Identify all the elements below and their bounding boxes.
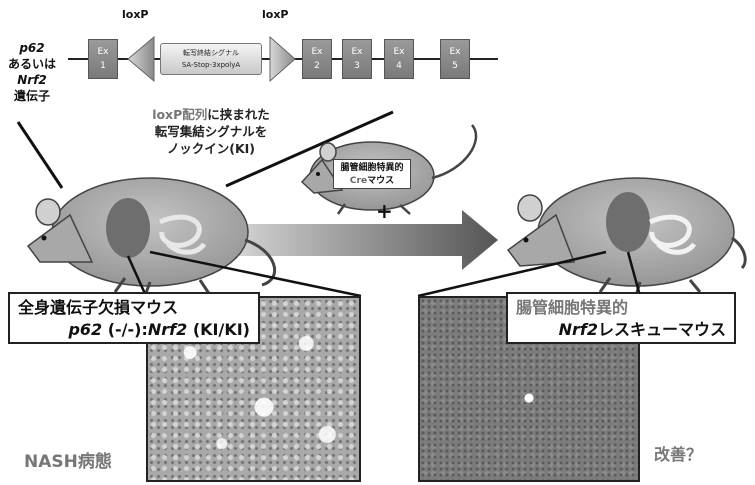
gene-label-nrf2: Nrf2: [17, 73, 47, 87]
stop-signal-box: 転写終結シグナル SA-Stop-3xpolyA: [160, 43, 262, 75]
left-title-nrf2-genotype: (KI/KI): [187, 320, 250, 339]
knockin-note-line1: に挟まれた: [207, 107, 270, 122]
exon-1: Ex 1: [88, 39, 118, 79]
exon-3-label: Ex: [351, 47, 363, 57]
connector-note-mouse: [225, 110, 394, 188]
connector-gene-mouse: [16, 121, 64, 189]
cre-mouse-label: 腸管細胞特異的 Creマウス: [333, 159, 411, 189]
outcome-improvement: 改善？: [654, 445, 703, 464]
cre-mouse-label-mouse: マウス: [367, 176, 395, 186]
right-title-nrf2: Nrf2: [558, 320, 598, 339]
knockin-note-line2: 転写集結シグナルを: [154, 124, 268, 139]
right-title-line2: Nrf2レスキューマウス: [516, 319, 726, 341]
exon-2: Ex 2: [302, 39, 332, 79]
loxp-label-right: loxP: [262, 8, 289, 21]
outcome-nash: NASH病態: [24, 452, 112, 472]
left-title-line2: p62 (-/-):Nrf2 (KI/KI): [18, 319, 250, 341]
stop-signal-title: 転写終結シグナル: [183, 49, 239, 57]
gene-label: p62 あるいは Nrf2 遺伝子: [4, 40, 60, 104]
exon-4-number: 4: [396, 61, 402, 71]
gene-label-gene: 遺伝子: [13, 89, 50, 103]
exon-5: Ex 5: [440, 39, 470, 79]
right-title-box: 腸管細胞特異的 Nrf2レスキューマウス: [506, 292, 736, 344]
zoom-line-left-a: [126, 255, 148, 297]
right-mouse-illustration: [506, 177, 747, 297]
plus-sign: +: [376, 199, 393, 223]
exon-3: Ex 3: [342, 39, 372, 79]
stop-signal-sequence: SA-Stop-3xpolyA: [181, 61, 241, 69]
cre-mouse-label-line1: 腸管細胞特異的: [340, 163, 404, 173]
right-title-rescue: レスキューマウス: [597, 320, 726, 339]
right-title-line1: 腸管細胞特異的: [516, 298, 629, 317]
progression-arrow: [178, 210, 498, 270]
exon-5-label: Ex: [449, 47, 461, 57]
exon-1-label: Ex: [97, 47, 109, 57]
left-title-line1: 全身遺伝子欠損マウス: [18, 298, 179, 317]
exon-5-number: 5: [452, 61, 458, 71]
cre-mouse-label-cre: Cre: [349, 176, 368, 186]
left-title-p62: p62: [68, 320, 103, 339]
exon-2-number: 2: [314, 61, 320, 71]
left-title-p62-genotype: (-/-):: [102, 320, 148, 339]
zoom-line-right-b: [626, 251, 642, 297]
gene-label-or: あるいは: [7, 57, 56, 71]
knockin-note-line3: ノックイン(KI): [166, 141, 255, 156]
loxp-label-left: loxP: [122, 8, 149, 21]
left-title-nrf2: Nrf2: [147, 320, 188, 339]
loxp-left-triangle: [127, 35, 155, 83]
loxp-right-triangle: [269, 35, 296, 83]
exon-1-number: 1: [100, 61, 106, 71]
zoom-line-right-a: [417, 250, 607, 298]
left-title-box: 全身遺伝子欠損マウス p62 (-/-):Nrf2 (KI/KI): [8, 292, 260, 344]
zoom-line-left-b: [149, 250, 362, 298]
gene-label-p62: p62: [19, 41, 45, 55]
exon-3-number: 3: [354, 61, 360, 71]
knockin-note-loxp: loxP配列: [152, 107, 208, 122]
knockin-note: loxP配列に挟まれた 転写集結シグナルを ノックイン(KI): [130, 106, 292, 157]
exon-2-label: Ex: [311, 47, 323, 57]
exon-4-label: Ex: [393, 47, 405, 57]
exon-4: Ex 4: [384, 39, 414, 79]
left-mouse-illustration: [26, 177, 277, 297]
